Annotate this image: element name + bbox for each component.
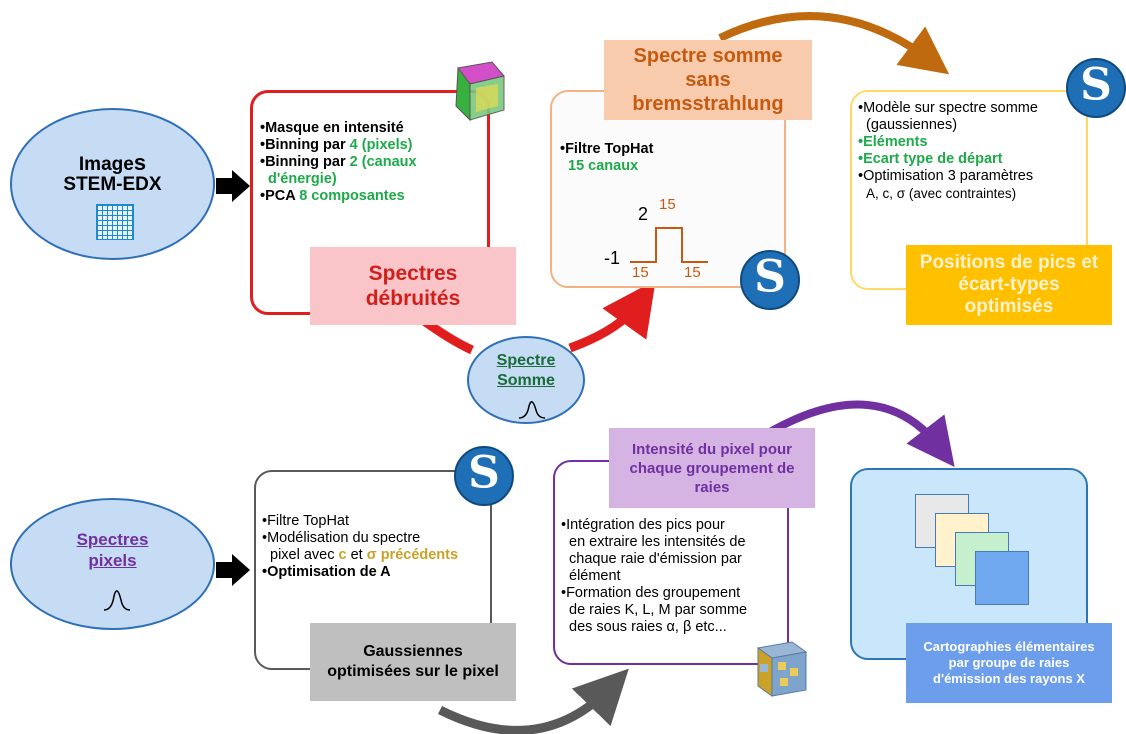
pixel-bullet-model-sub: pixel avec bbox=[270, 547, 339, 563]
map-layer-icon bbox=[975, 551, 1029, 605]
fit-bullet-std: •Ecart type de départ bbox=[858, 151, 1003, 167]
sum-spectrum-subtitle: Somme bbox=[497, 372, 555, 389]
images-title-s: s bbox=[133, 150, 147, 175]
denoise-bullet-binning-pixels: •Binning par bbox=[260, 137, 350, 153]
intensity-bullet-integration-l4: élément bbox=[569, 568, 621, 584]
maps-label: Cartographies élémentaires par groupe de… bbox=[906, 623, 1112, 703]
arrow-sum-to-tophat bbox=[568, 280, 656, 353]
tophat-bullets: •Filtre TopHat 15 canaux bbox=[560, 141, 653, 175]
tophat-header: Spectre somme sans bremsstrahlung bbox=[604, 40, 812, 120]
pixel-bullet-model: •Modélisation du spectre bbox=[262, 530, 421, 546]
grid-image-icon bbox=[96, 204, 134, 240]
arrow-pixels-to-fit bbox=[216, 554, 250, 586]
kernel-low-value: -1 bbox=[604, 248, 621, 268]
gaussian-peak-icon bbox=[518, 401, 546, 419]
tophat-bullet-channels: 15 canaux bbox=[568, 158, 639, 174]
pixel-bullet-optimisation: •Optimisation de A bbox=[262, 564, 391, 580]
images-stem-edx-node: Images STEM-EDX bbox=[10, 108, 215, 260]
tophat-bullet-filter: •Filtre TopHat bbox=[560, 141, 654, 157]
sum-spectrum-node: Spectre Somme bbox=[467, 336, 585, 424]
arrow-pixel-to-intensity bbox=[437, 668, 629, 734]
pixel-spectra-node: Spectres pixels bbox=[10, 498, 215, 630]
fit-bullet-optimisation: •Optimisation 3 paramètres bbox=[858, 168, 1034, 184]
gaussian-peak-icon bbox=[103, 590, 131, 611]
fit-label: Positions de pics et écart-types optimis… bbox=[906, 245, 1112, 325]
kernel-high-value: 2 bbox=[638, 204, 649, 224]
intensity-bullet-grouping-l3: des sous raies α, β etc... bbox=[569, 619, 727, 635]
denoise-bullet-mask: •Masque en intensité bbox=[260, 120, 404, 136]
fit-bullets: •Modèle sur spectre somme (gaussiennes) … bbox=[858, 100, 1088, 202]
cube-3d-icon bbox=[446, 58, 510, 124]
denoise-bullets: •Masque en intensité •Binning par 4 (pix… bbox=[260, 120, 495, 205]
intensity-bullet-integration-l2: en extraire les intensités de bbox=[569, 534, 746, 550]
kernel-left-width: 15 bbox=[632, 264, 649, 281]
pixel-param-sigma: σ précédents bbox=[366, 547, 459, 563]
scipy-logo-icon: S bbox=[454, 446, 514, 506]
data-cube-icon bbox=[752, 638, 810, 700]
fit-bullet-model-sub: (gaussiennes) bbox=[866, 117, 958, 133]
pixel-bullets: •Filtre TopHat •Modélisation du spectre … bbox=[262, 513, 494, 581]
sum-spectrum-title: Spectre bbox=[496, 352, 556, 369]
kernel-top-width: 15 bbox=[659, 196, 676, 213]
tophat-panel bbox=[550, 90, 786, 288]
pixel-spectra-subtitle: pixels bbox=[88, 551, 137, 570]
denoise-pca-value: 8 composantes bbox=[299, 188, 405, 204]
intensity-bullet-integration-l3: chaque raie d'émission par bbox=[569, 551, 742, 567]
denoise-bullet-binning-energy: •Binning par bbox=[260, 154, 350, 170]
fit-bullet-optimisation-sub: A, c, σ (avec contraintes) bbox=[866, 186, 1017, 201]
pixel-param-c: c bbox=[338, 547, 347, 563]
scipy-logo-icon: S bbox=[740, 250, 800, 310]
pixel-bullet-filter: •Filtre TopHat bbox=[262, 513, 350, 529]
arrow-intensity-to-maps bbox=[768, 400, 955, 468]
fit-bullet-elements: •Eléments bbox=[858, 134, 928, 150]
denoise-label: Spectres débruités bbox=[310, 247, 516, 325]
denoise-bullet-pca: •PCA bbox=[260, 188, 300, 204]
fit-bullet-model: •Modèle sur spectre somme bbox=[858, 100, 1038, 116]
denoise-binning-pixels-value: 4 (pixels) bbox=[349, 137, 413, 153]
images-title: Image bbox=[78, 154, 134, 175]
pixel-bullet-model-and: et bbox=[346, 547, 367, 563]
intensity-bullet-grouping: •Formation des groupement bbox=[561, 585, 741, 601]
images-subtitle: STEM-EDX bbox=[63, 174, 162, 195]
denoise-binning-energy-cont: d'énergie) bbox=[268, 171, 337, 187]
kernel-right-width: 15 bbox=[684, 264, 701, 281]
pixel-spectra-title: Spectres bbox=[76, 530, 149, 549]
arrow-images-to-denoise bbox=[216, 170, 250, 202]
denoise-binning-energy-value: 2 (canaux bbox=[349, 154, 417, 170]
intensity-bullet-grouping-l2: de raies K, L, M par somme bbox=[569, 602, 748, 618]
intensity-bullet-integration: •Intégration des pics pour bbox=[561, 517, 725, 533]
scipy-logo-icon: S bbox=[1066, 58, 1126, 118]
arrow-tophat-to-fit bbox=[718, 12, 950, 75]
intensity-header: Intensité du pixel pour chaque groupemen… bbox=[609, 428, 815, 508]
intensity-bullets: •Intégration des pics pour en extraire l… bbox=[561, 517, 791, 636]
pixel-label: Gaussiennes optimisées sur le pixel bbox=[310, 623, 516, 701]
